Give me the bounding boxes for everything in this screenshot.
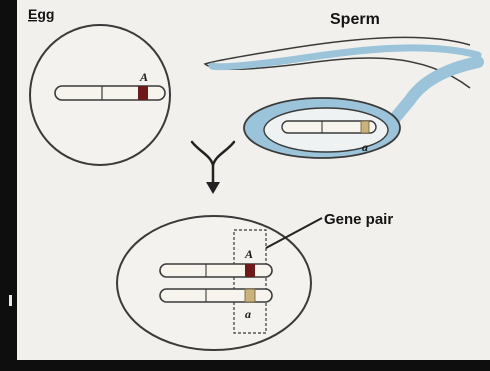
egg-cell: A [30, 25, 170, 165]
zygote-gene-dominant [245, 264, 255, 277]
zygote-cell: A a [117, 216, 311, 350]
sperm-chromosome [282, 121, 376, 133]
egg-allele-label: A [139, 70, 148, 84]
sperm-label: Sperm [330, 11, 380, 28]
zygote-allele-top: A [244, 247, 253, 261]
border-mark [9, 295, 12, 306]
gene-pair-label: Gene pair [324, 211, 393, 228]
bottom-bar [0, 360, 490, 371]
zygote-chromosome-maternal [160, 264, 272, 277]
egg-chromosome [55, 86, 165, 100]
egg-gene-dominant [138, 86, 148, 100]
zygote-chromosome-paternal [160, 289, 272, 302]
zygote-allele-bottom: a [245, 307, 251, 321]
zygote-gene-recessive [245, 289, 255, 302]
zygote-membrane [117, 216, 311, 350]
sperm-allele-label: a [362, 140, 368, 154]
egg-label: Egg [28, 6, 54, 22]
sperm-gene-recessive [361, 121, 369, 133]
